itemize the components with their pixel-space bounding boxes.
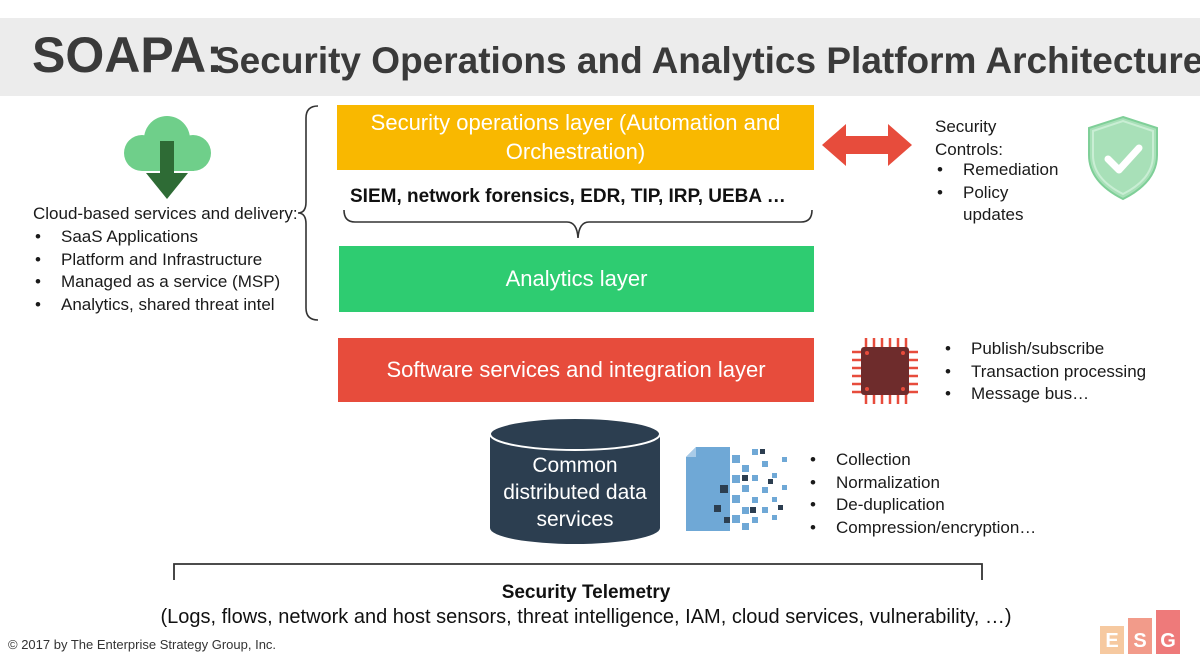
list-item: Analytics, shared threat intel [33,294,280,317]
list-item: Platform and Infrastructure [33,249,280,272]
data-features-list: Collection Normalization De-duplication … [808,449,1036,539]
cloud-services-list: SaaS Applications Platform and Infrastru… [33,226,280,316]
shield-check-icon [1088,115,1158,201]
list-item: Publish/subscribe [943,338,1146,361]
page-title: SOAPA: [32,27,223,83]
esg-logo-letter: G [1160,630,1176,652]
list-item: Policy updates [935,182,1033,227]
operations-tools-text: SIEM, network forensics, EDR, TIP, IRP, … [350,186,786,207]
list-item: Remediation [935,159,1058,182]
cloud-services-heading: Cloud-based services and delivery: [33,204,298,223]
list-item: Message bus… [943,383,1146,406]
data-pixels-icon [686,447,787,531]
analytics-layer: Analytics layer [339,246,814,312]
security-controls-heading: Security Controls: [935,115,1015,161]
database-cylinder-icon [489,417,661,544]
telemetry-bracket [173,563,983,580]
security-controls-heading-text: Security Controls: [935,117,1004,159]
list-item: De-duplication [808,494,1036,517]
left-brace [297,105,319,321]
list-item: Compression/encryption… [808,517,1036,540]
cloud-download-icon [124,116,211,199]
data-services-label: Common distributed data services [503,454,647,531]
tools-bracket [343,209,813,239]
telemetry-description: (Logs, flows, network and host sensors, … [160,606,1012,628]
integration-features-list: Publish/subscribe Transaction processing… [943,338,1146,406]
security-operations-layer: Security operations layer (Automation an… [337,105,814,170]
copyright-text: © 2017 by The Enterprise Strategy Group,… [8,637,277,652]
double-arrow-icon [822,124,912,166]
list-item: SaaS Applications [33,226,280,249]
telemetry-title: Security Telemetry [501,582,671,603]
list-item: Transaction processing [943,361,1146,384]
list-item: Collection [808,449,1036,472]
list-item: Normalization [808,472,1036,495]
chip-icon [852,338,918,404]
page-subtitle: Security Operations and Analytics Platfo… [215,40,1200,81]
security-controls-list: Remediation Policy updates [935,159,1058,227]
esg-logo: E S G [1100,610,1180,654]
software-services-layer: Software services and integration layer [338,338,814,402]
title-bar [0,18,1200,96]
list-item: Managed as a service (MSP) [33,271,280,294]
esg-logo-letter: E [1105,630,1118,652]
esg-logo-letter: S [1133,630,1146,652]
